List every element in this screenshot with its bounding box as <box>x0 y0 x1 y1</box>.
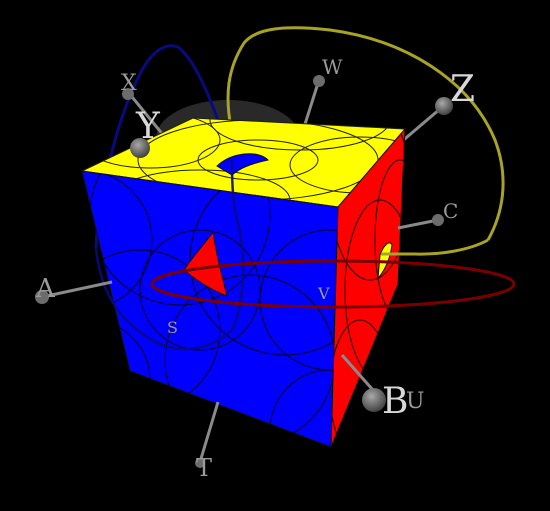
top-blue-sticker[interactable] <box>216 153 269 176</box>
axis-knob-x[interactable] <box>122 88 134 100</box>
axis-knob-c[interactable] <box>432 214 444 226</box>
axis-knob-b[interactable] <box>362 388 386 412</box>
axis-knob-y[interactable] <box>130 138 150 158</box>
axis-label-b: B <box>382 381 408 422</box>
axis-knob-z[interactable] <box>435 97 453 115</box>
axis-label-c: C <box>443 199 458 223</box>
axis-label-z: Z <box>450 69 475 110</box>
axis-label-s: S <box>167 318 178 337</box>
ring-navy-front <box>94 159 245 351</box>
ring-olive-back <box>226 26 505 241</box>
axis-label-x: X <box>121 71 137 96</box>
axis-label-y: Y <box>135 106 161 147</box>
axis-knobs <box>35 75 453 468</box>
axis-label-t: T <box>196 454 212 482</box>
ring-maroon <box>150 259 516 309</box>
ring-olive-front <box>381 238 489 256</box>
axis-knob-t[interactable] <box>195 458 205 468</box>
axis-label-a: A <box>35 274 56 304</box>
axis-label-w: W <box>322 55 343 79</box>
axis-knob-w[interactable] <box>313 75 325 87</box>
axis-label-v: V <box>317 284 330 303</box>
axis-label-u: U <box>406 389 425 414</box>
axis-knob-a[interactable] <box>35 290 49 304</box>
